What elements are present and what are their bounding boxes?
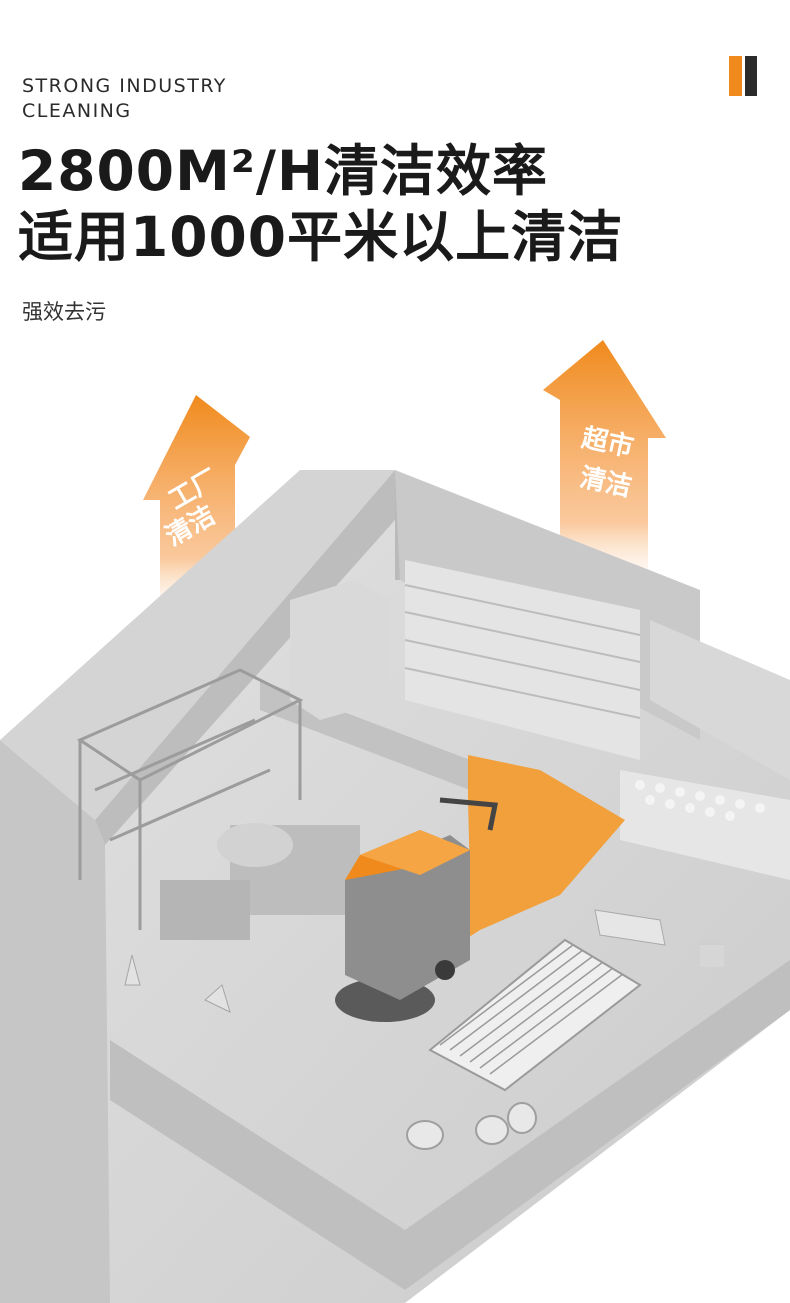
- brand-badge-icon: [729, 56, 757, 96]
- badge-orange-bar: [729, 56, 742, 96]
- supermarket-shelves: [290, 560, 790, 880]
- floor-markers: [124, 954, 231, 1013]
- floor-scrubber-machine: [335, 797, 498, 1022]
- headline-line-2: 适用1000平米以上清洁: [18, 205, 624, 269]
- cleaning-scene-illustration: 工厂 清洁 超市 清洁: [0, 340, 790, 1303]
- eyebrow-text: STRONG INDUSTRY CLEANING: [22, 74, 227, 124]
- tires: [406, 1102, 537, 1150]
- headline: 2800M²/H清洁效率 适用1000平米以上清洁: [18, 138, 623, 270]
- badge-dark-bar: [745, 56, 757, 96]
- supermarket-arrow: 超市 清洁: [543, 340, 666, 600]
- drain-grate: [428, 938, 642, 1092]
- workbench: [594, 909, 724, 967]
- eyebrow-line-1: STRONG INDUSTRY: [22, 75, 227, 97]
- eyebrow-line-2: CLEANING: [22, 100, 132, 122]
- subtitle: 强效去污: [22, 300, 106, 324]
- factory-machinery: [76, 668, 304, 930]
- headline-line-1: 2800M²/H清洁效率: [18, 139, 549, 203]
- transformer: [160, 823, 360, 940]
